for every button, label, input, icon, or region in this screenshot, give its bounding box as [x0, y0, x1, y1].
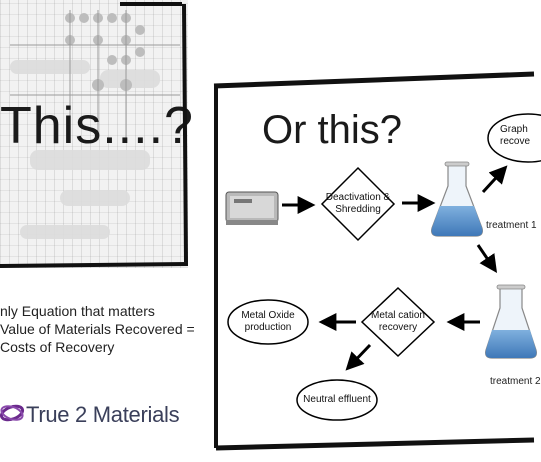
left-frame: [0, 2, 189, 268]
treatment-2-label: treatment 2: [490, 376, 541, 387]
arrow: [481, 165, 508, 194]
arrow: [345, 343, 372, 371]
metal-oxide-label: Metal Oxide production: [241, 310, 295, 333]
metal-oxide-oval: [227, 299, 309, 345]
graphite-oval: [487, 113, 541, 163]
equation-line-1: nly Equation that matters: [0, 303, 155, 319]
flowchart-block: [30, 150, 150, 170]
left-headline: This....?: [0, 97, 194, 155]
graphite-label: Graph recove: [500, 124, 531, 147]
flowchart-block: [20, 225, 110, 239]
arrow: [476, 244, 498, 273]
treatment-1-label: treatment 1: [486, 220, 537, 231]
deactivation-label: Deactivation & Shredding: [325, 192, 391, 215]
right-headline: Or this?: [262, 108, 403, 152]
flowchart-circles: [10, 10, 180, 140]
battery-pack-icon: [225, 191, 279, 225]
flask-1-icon: [431, 161, 483, 237]
flask-2-icon: [485, 284, 537, 359]
logo-text: True 2 Materials: [26, 402, 180, 427]
equation-line-2: Value of Materials Recovered =: [0, 321, 195, 337]
neutral-effluent-oval: [296, 379, 378, 421]
equation-line-3: Costs of Recovery: [0, 339, 115, 355]
logo-mark-icon: [0, 404, 25, 422]
metal-cation-label: Metal cation recovery: [371, 310, 425, 333]
neutral-effluent-label: Neutral effluent: [303, 394, 371, 405]
deactivation-diamond: [320, 166, 396, 242]
process-flow-thumbnail: This....?: [0, 0, 193, 268]
metal-cation-diamond: [360, 286, 436, 358]
flowchart-block: [60, 190, 130, 206]
flowchart-block: [100, 70, 160, 88]
